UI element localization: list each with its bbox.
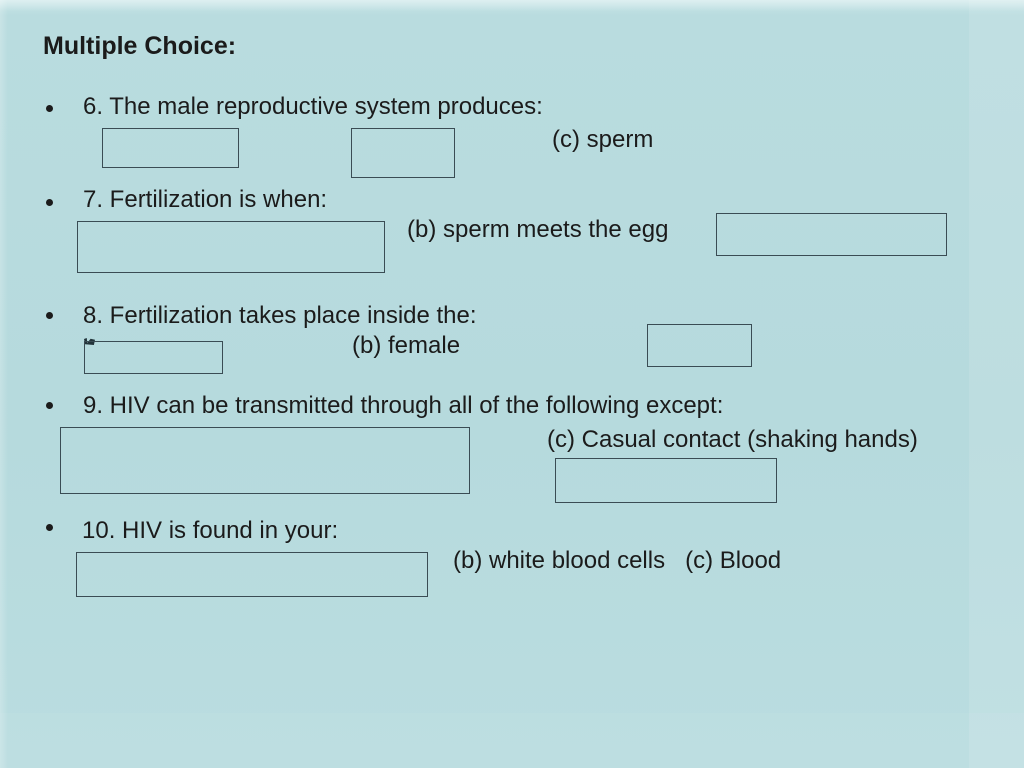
question-6-visible-answer: (c) sperm xyxy=(552,126,654,153)
answer-cover-box-q8-b xyxy=(647,324,752,367)
answer-cover-box-q7-a xyxy=(77,221,385,273)
answer-cover-box-q6-b xyxy=(351,128,455,178)
answer-cover-box-q7-b xyxy=(716,213,947,256)
slide-title: Multiple Choice: xyxy=(43,32,237,60)
bullet-marker xyxy=(46,105,53,112)
question-9-visible-answer: (c) Casual contact (shaking hands) xyxy=(547,426,918,453)
question-9-prompt: 9. HIV can be transmitted through all of… xyxy=(83,392,724,419)
question-7-prompt: 7. Fertilization is when: xyxy=(83,186,328,213)
answer-cover-box-q10-a xyxy=(76,552,428,597)
question-6-prompt: 6. The male reproductive system produces… xyxy=(83,93,543,120)
bullet-marker xyxy=(46,312,53,319)
bullet-marker xyxy=(46,524,53,531)
question-7-visible-answer: (b) sperm meets the egg xyxy=(407,216,669,243)
answer-cover-box-q8-a xyxy=(84,341,223,374)
slide-edge-highlight-left xyxy=(0,0,8,768)
answer-cover-box-q9-a xyxy=(60,427,470,494)
slide-edge-highlight-top xyxy=(0,0,1024,11)
question-10-prompt: 10. HIV is found in your: xyxy=(82,517,339,544)
question-8-prompt: 8. Fertilization takes place inside the: xyxy=(83,302,477,329)
bullet-marker xyxy=(46,199,53,206)
answer-cover-box-q9-b xyxy=(555,458,777,503)
question-8-visible-answer: (b) female xyxy=(352,332,461,359)
slide-edge-highlight-right xyxy=(969,0,1024,768)
question-10-visible-answer: (b) white blood cells (c) Blood xyxy=(453,547,782,574)
answer-cover-box-q6-a xyxy=(102,128,239,168)
slide-edge-highlight-bottom xyxy=(0,713,1024,768)
bullet-marker xyxy=(46,402,53,409)
